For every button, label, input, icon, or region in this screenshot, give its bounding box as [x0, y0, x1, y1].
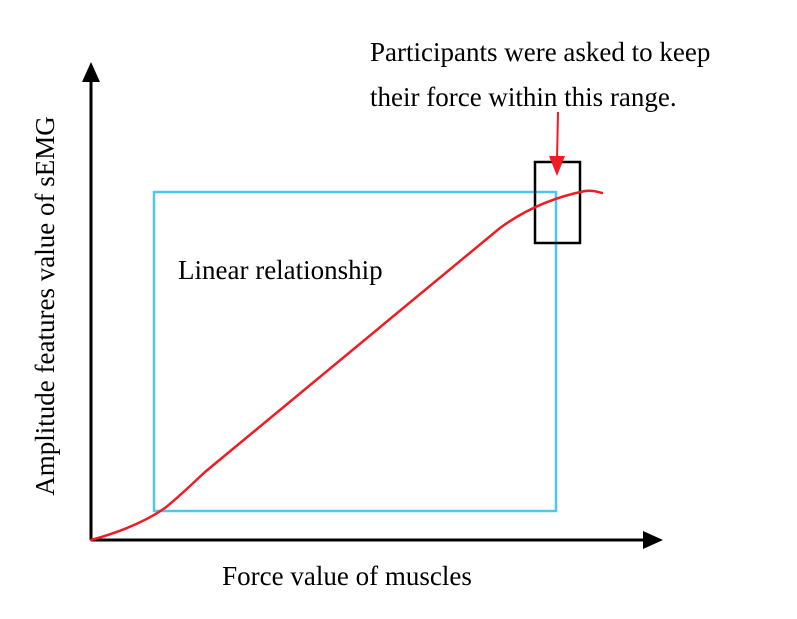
annotation-arrow-shaft — [556, 111, 559, 161]
y-axis-label: Amplitude features value of sEMG — [30, 116, 60, 495]
linear-region-box — [152, 190, 558, 513]
annotation-arrow — [549, 111, 565, 176]
x-axis-arrowhead — [643, 531, 663, 549]
annotation-text-line-2: their force within this range. — [370, 82, 677, 112]
x-axis-label: Force value of muscles — [222, 561, 472, 591]
axes — [82, 62, 663, 549]
y-axis-arrowhead — [82, 62, 100, 82]
linear-relationship-label: Linear relationship — [178, 255, 383, 285]
annotation-arrow-head — [549, 156, 565, 176]
annotation-text-line-1: Participants were asked to keep — [370, 37, 710, 67]
semg-force-curve — [89, 189, 604, 542]
